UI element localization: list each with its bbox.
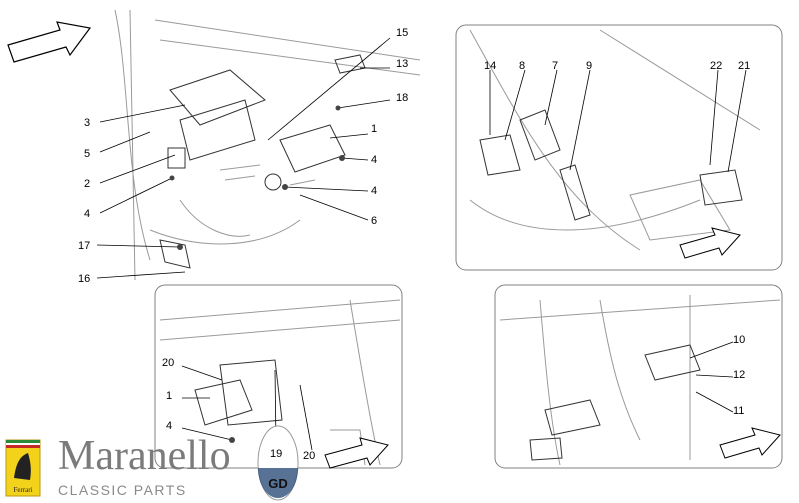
callout-20: 20 <box>303 450 315 462</box>
callout-16: 16 <box>78 273 90 285</box>
callout-18: 18 <box>396 92 408 104</box>
callout-8: 8 <box>519 60 525 72</box>
main-view-sketch <box>114 9 421 281</box>
brand-tagline: CLASSIC PARTS <box>58 482 187 498</box>
callout-4: 4 <box>371 185 377 197</box>
callout-20: 20 <box>162 357 174 369</box>
view-arrow <box>679 227 741 259</box>
panel-bottom-left: 20 1 4 20 <box>154 284 403 469</box>
callout-2: 2 <box>84 178 90 190</box>
leader-lines <box>96 37 391 279</box>
gd-badge-logo: GD <box>257 425 299 501</box>
ferrari-shield-logo: Ferrari <box>5 439 41 497</box>
callout-7: 7 <box>552 60 558 72</box>
callout-4: 4 <box>166 420 172 432</box>
panel-top-right: 14 8 7 9 22 21 <box>455 24 783 271</box>
callout-4: 4 <box>84 208 90 220</box>
callout-4: 4 <box>371 154 377 166</box>
callout-10: 10 <box>733 334 745 346</box>
callout-5: 5 <box>84 148 90 160</box>
callout-13: 13 <box>396 58 408 70</box>
callout-1: 1 <box>371 123 377 135</box>
callout-9: 9 <box>586 60 592 72</box>
callout-11: 11 <box>733 405 744 417</box>
brand-name: Maranello <box>58 433 231 479</box>
shield-text: Ferrari <box>13 486 32 494</box>
callout-1: 1 <box>166 390 172 402</box>
gd-badge-text: GD <box>268 476 288 491</box>
callout-15: 15 <box>396 27 408 39</box>
callout-3: 3 <box>84 117 90 129</box>
panel-bottom-right: 10 12 11 <box>494 284 783 469</box>
view-arrow <box>719 427 781 459</box>
fastener-dots <box>169 105 345 250</box>
callout-22: 22 <box>710 60 722 72</box>
callout-14: 14 <box>484 60 496 72</box>
callout-12: 12 <box>733 369 745 381</box>
view-arrow <box>324 437 389 469</box>
callout-17: 17 <box>78 240 90 252</box>
callout-21: 21 <box>738 60 750 72</box>
view-arrow <box>7 21 92 63</box>
callout-19: 19 <box>270 448 282 460</box>
callout-6: 6 <box>371 215 377 227</box>
